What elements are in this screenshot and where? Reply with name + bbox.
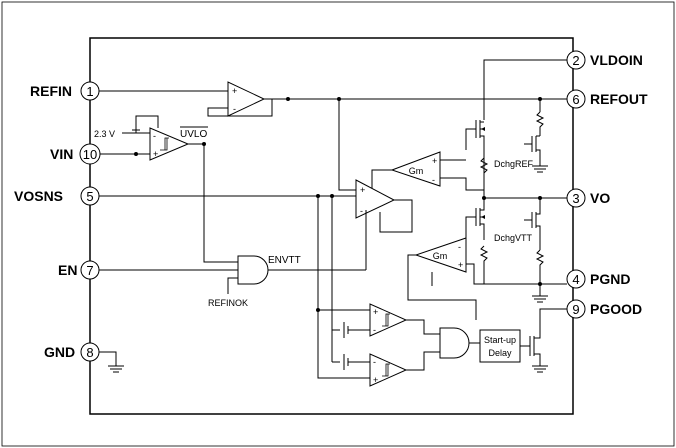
vo-error-amplifier: + -: [355, 179, 396, 219]
svg-text:-: -: [153, 131, 156, 141]
svg-text:-: -: [432, 175, 435, 185]
uvlo-label: UVLO: [180, 129, 207, 140]
svg-text:-: -: [373, 357, 376, 367]
pin-pgood: 9 PGOOD: [566, 299, 642, 319]
pin-label-refin: REFIN: [30, 83, 72, 99]
svg-text:+: +: [432, 156, 437, 166]
pin-en: EN 7: [58, 260, 100, 280]
pin-pgnd: 4 PGND: [566, 269, 630, 289]
pin-number-5: 5: [86, 189, 93, 204]
svg-text:Start-up: Start-up: [484, 335, 516, 345]
uvlo-threshold-label: 2.3 V: [94, 129, 115, 139]
hysteresis-icon: [160, 137, 169, 151]
wire-uvlo-out: [188, 143, 238, 263]
chip-body: [89, 37, 574, 415]
svg-text:Delay: Delay: [488, 348, 512, 358]
resistor-dchg-ref: [535, 111, 545, 136]
wire-refin-feedback: [207, 99, 273, 117]
pin-refout: 6 REFOUT: [566, 89, 648, 109]
pin-label-vldoin: VLDOIN: [590, 52, 643, 68]
envtt-and-gate: [237, 255, 269, 285]
svg-text:-: -: [373, 325, 376, 335]
pin-vosns: VOSNS 5: [14, 186, 100, 206]
pin-refin: REFIN 1: [30, 81, 100, 101]
ground-icon-pgnd: [532, 284, 548, 303]
pin-label-vin: VIN: [50, 146, 73, 162]
ground-icon-dchg-ref: [532, 165, 548, 173]
refinok-label: REFINOK: [208, 298, 248, 308]
pin-label-gnd: GND: [44, 344, 75, 360]
pin-number-9: 9: [572, 302, 579, 317]
pin-number-10: 10: [83, 147, 97, 162]
svg-text:-: -: [458, 242, 461, 252]
wire-gm-top-out: [371, 169, 392, 190]
pin-circle-4: [566, 269, 586, 289]
svg-text:+: +: [458, 260, 463, 270]
svg-text:+: +: [232, 86, 237, 96]
svg-text:Gm: Gm: [433, 251, 448, 261]
dchg-ref-transistor: [524, 135, 541, 166]
pin-label-pgood: PGOOD: [590, 301, 642, 317]
svg-text:+: +: [373, 307, 378, 317]
svg-text:+: +: [373, 375, 378, 385]
resistor-dchg-vtt: [535, 249, 545, 284]
pin-number-6: 6: [572, 92, 579, 107]
bottom-nmos-transistor: [465, 198, 485, 246]
pin-number-3: 3: [572, 191, 579, 206]
dchg-vtt-label: DchgVTT: [494, 233, 533, 243]
ground-icon-gnd: [99, 351, 124, 373]
pin-number-2: 2: [572, 53, 579, 68]
pin-vo: 3 VO: [566, 188, 610, 208]
pgood-transistor: [529, 308, 567, 366]
svg-text:-: -: [233, 104, 236, 114]
wire-uvlo-ref-source: [135, 115, 159, 133]
pgood-comparator-low: - +: [369, 353, 408, 387]
pin-label-en: EN: [58, 262, 77, 278]
pin-label-vo: VO: [590, 190, 610, 206]
pin-number-4: 4: [572, 272, 579, 287]
pin-number-1: 1: [86, 84, 93, 99]
svg-text:+: +: [153, 149, 158, 159]
pin-gnd: GND 8: [44, 342, 100, 362]
resistor-upper: [479, 157, 489, 174]
uvlo-comparator: - +: [149, 127, 190, 161]
pin-number-8: 8: [86, 345, 93, 360]
pin-vldoin: 2 VLDOIN: [566, 50, 643, 70]
pin-label-refout: REFOUT: [590, 91, 648, 107]
pin-vin: VIN 10: [50, 143, 101, 165]
envtt-label: ENVTT: [268, 255, 301, 266]
wire-refout-to-amp: [338, 99, 356, 191]
wire-gm-bottom-out: [407, 254, 477, 320]
pin-label-vosns: VOSNS: [14, 188, 63, 204]
pin-label-pgnd: PGND: [590, 271, 630, 287]
gm-top-amplifier: Gm + -: [390, 151, 441, 187]
dchg-vtt-transistor: [524, 210, 541, 250]
svg-text:+: +: [360, 185, 365, 195]
pgood-and-gate: [439, 327, 470, 359]
dchg-ref-label: DchgREF: [494, 159, 534, 169]
wire-vldoin: [483, 59, 567, 120]
refin-buffer-opamp: + -: [227, 81, 266, 117]
top-nmos-transistor: [465, 120, 485, 150]
pin-number-7: 7: [86, 263, 93, 278]
svg-text:Gm: Gm: [409, 166, 424, 176]
gm-bottom-amplifier: Gm - +: [414, 237, 467, 273]
node-refout-1: [286, 97, 290, 101]
resistor-lower: [479, 245, 567, 285]
ground-icon-pgood: [532, 365, 548, 373]
svg-text:-: -: [360, 206, 363, 216]
startup-delay-block: Start-up Delay: [479, 329, 521, 363]
wire-vosns-to-comp: [317, 196, 370, 379]
pgood-comparator-high: + -: [369, 303, 408, 337]
